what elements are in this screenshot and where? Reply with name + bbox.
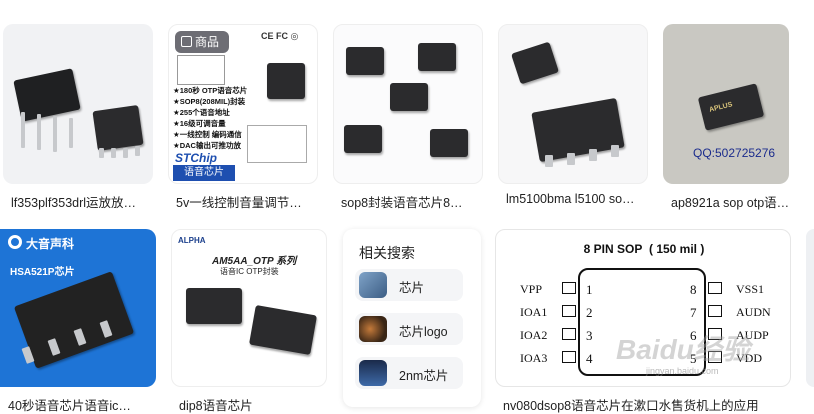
pin-stubs-left bbox=[562, 282, 576, 363]
result-card-lf353[interactable]: lf353plf353drl运放放… bbox=[3, 24, 153, 210]
cert-marks: CE FC ◎ bbox=[261, 31, 299, 41]
sop-chip bbox=[418, 43, 456, 71]
watermark-url: jingyan.baidu.com bbox=[646, 366, 719, 376]
sop-chip bbox=[186, 288, 242, 324]
related-item-2nm-chip[interactable]: 2nm芯片 bbox=[355, 357, 463, 389]
related-thumb bbox=[359, 272, 387, 298]
result-caption[interactable]: lf353plf353drl运放放… bbox=[11, 196, 137, 210]
related-search-panel: 相关搜索 芯片 芯片logo 2nm芯片 bbox=[343, 229, 481, 407]
brand-logo: STChip bbox=[175, 151, 217, 165]
pin-labels-left: VPP IOA1 IOA2 IOA3 bbox=[520, 282, 548, 365]
sop-chip bbox=[267, 63, 305, 99]
related-thumb bbox=[359, 316, 387, 342]
product-badge: 商品 bbox=[175, 31, 229, 53]
result-image[interactable]: APLUS QQ:502725276 bbox=[663, 24, 789, 184]
related-item-chip-logo[interactable]: 芯片logo bbox=[355, 313, 463, 345]
sop-chip-small bbox=[511, 41, 559, 85]
circuit-diagram bbox=[247, 125, 307, 163]
alpha-logo: ALPHA bbox=[178, 236, 206, 245]
result-image[interactable]: 大音声科 HSA521P芯片 bbox=[0, 229, 156, 387]
result-card-5v-control[interactable]: 商品 CE FC ◎ ★180秒 OTP语音芯片 ★SOP8(208MIL)封装… bbox=[168, 24, 318, 210]
sop-chip bbox=[344, 125, 382, 153]
result-card-40s-voice[interactable]: 大音声科 HSA521P芯片 40秒语音芯片语音ic… bbox=[0, 229, 156, 414]
result-image[interactable] bbox=[333, 24, 483, 184]
brand-icon bbox=[8, 235, 22, 249]
pin-labels-right: VSS1 AUDN AUDP VDD bbox=[736, 282, 771, 365]
result-caption[interactable]: ap8921a sop otp语… bbox=[671, 196, 790, 210]
sop-chip bbox=[248, 304, 318, 356]
related-item-chip[interactable]: 芯片 bbox=[355, 269, 463, 301]
pin-stubs-right bbox=[708, 282, 722, 363]
result-card-nv080d[interactable]: 8 PIN SOP ( 150 mil ) VPP IOA1 IOA2 IOA3… bbox=[495, 229, 791, 414]
result-image[interactable]: ALPHA AM5AA_OTP 系列 语音IC OTP封装 bbox=[171, 229, 327, 387]
result-image[interactable]: 8 PIN SOP ( 150 mil ) VPP IOA1 IOA2 IOA3… bbox=[495, 229, 791, 387]
chip-label: HSA521P芯片 bbox=[10, 267, 75, 278]
result-card-lm5100[interactable]: lm5100bma l5100 so… bbox=[498, 24, 648, 210]
shopping-bag-icon bbox=[181, 36, 192, 47]
result-card-dip8[interactable]: ALPHA AM5AA_OTP 系列 语音IC OTP封装 dip8语音芯片 bbox=[171, 229, 327, 414]
result-card-ap8921a[interactable]: APLUS QQ:502725276 ap8921a sop otp语… bbox=[663, 24, 813, 210]
result-image[interactable]: 商品 CE FC ◎ ★180秒 OTP语音芯片 ★SOP8(208MIL)封装… bbox=[168, 24, 318, 184]
pinout-title: 8 PIN SOP ( 150 mil ) bbox=[583, 242, 705, 256]
result-caption[interactable]: lm5100bma l5100 so… bbox=[506, 192, 635, 206]
result-caption[interactable]: nv080dsop8语音芯片在漱口水售货机上的应用 bbox=[503, 399, 759, 413]
sop-chip bbox=[390, 83, 428, 111]
related-search-title: 相关搜索 bbox=[359, 245, 415, 261]
series-subtitle: 语音IC OTP封装 bbox=[220, 267, 279, 276]
sop-chip bbox=[346, 47, 384, 75]
next-result-edge[interactable] bbox=[806, 229, 814, 387]
qq-contact: QQ:502725276 bbox=[693, 146, 776, 160]
result-caption[interactable]: 40秒语音芯片语音ic… bbox=[8, 399, 131, 413]
result-image[interactable] bbox=[3, 24, 153, 184]
sop-chip bbox=[430, 129, 468, 157]
watermark: Baidu经验 bbox=[616, 334, 750, 365]
result-caption[interactable]: 5v一线控制音量调节… bbox=[176, 196, 302, 210]
pin-numbers-left: 1 2 3 4 bbox=[586, 282, 593, 366]
sop-chip bbox=[92, 104, 144, 152]
pin-numbers-right: 8 7 6 5 bbox=[690, 282, 697, 366]
series-title: AM5AA_OTP 系列 bbox=[212, 256, 297, 267]
result-caption[interactable]: dip8语音芯片 bbox=[179, 399, 253, 413]
result-card-sop8[interactable]: sop8封装语音芯片8… bbox=[333, 24, 483, 210]
brand-name: 大音声科 bbox=[26, 237, 75, 251]
result-caption[interactable]: sop8封装语音芯片8… bbox=[341, 196, 463, 210]
feature-list: ★180秒 OTP语音芯片 ★SOP8(208MIL)封装 ★255个语音地址 … bbox=[173, 86, 248, 150]
related-thumb bbox=[359, 360, 387, 386]
ic-body bbox=[578, 268, 706, 376]
brand-tagline: 语音芯片 bbox=[173, 165, 235, 181]
result-image[interactable] bbox=[498, 24, 648, 184]
pinout-diagram bbox=[177, 55, 225, 85]
